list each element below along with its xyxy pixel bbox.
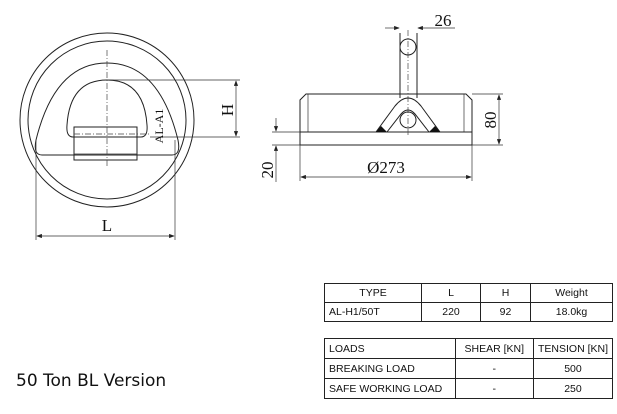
version-caption: 50 Ton BL Version <box>16 371 167 391</box>
base-plate <box>299 131 473 146</box>
inner-rim <box>27 40 187 200</box>
h-cell: 92 <box>480 302 531 322</box>
header-cell: L <box>421 283 481 303</box>
rod-diameter-label: 26 <box>435 11 452 30</box>
base-thickness-label: 20 <box>258 162 277 179</box>
load-name-cell: BREAKING LOAD <box>324 358 456 379</box>
h-dimension-label: H <box>218 104 237 116</box>
l-cell: 220 <box>421 302 481 322</box>
header-cell: Weight <box>530 283 613 303</box>
header-cell: TYPE <box>324 283 422 303</box>
header-cell: LOADS <box>324 338 456 359</box>
rod-section-top <box>399 38 417 56</box>
table-header-row: LOADS SHEAR [KN] TENSION [KN] <box>324 338 614 359</box>
table-header-row: TYPE L H Weight <box>324 283 613 303</box>
load-table: LOADS SHEAR [KN] TENSION [KN] BREAKING L… <box>324 338 614 399</box>
ring-holder <box>73 126 138 161</box>
height-label: 80 <box>481 112 500 129</box>
outer-rim <box>19 32 195 208</box>
top-view: H AL-A1 L <box>19 32 240 240</box>
rod-section-bottom <box>399 111 417 129</box>
diameter-label: Ø273 <box>367 158 405 177</box>
header-cell: H <box>480 283 531 303</box>
side-view: 26 80 20 Ø273 <box>258 11 503 182</box>
spec-table: TYPE L H Weight AL-H1/50T 220 92 18.0kg <box>324 283 613 322</box>
load-name-cell: SAFE WORKING LOAD <box>324 378 456 399</box>
header-cell: TENSION [KN] <box>532 338 614 359</box>
shear-cell: - <box>454 378 534 399</box>
body <box>299 93 473 133</box>
table-row: SAFE WORKING LOAD - 250 <box>324 378 614 399</box>
table-row: BREAKING LOAD - 500 <box>324 358 614 379</box>
tension-cell: 250 <box>532 378 614 399</box>
holder-arch <box>375 97 441 133</box>
weight-cell: 18.0kg <box>530 302 613 322</box>
part-label: AL-A1 <box>152 109 166 144</box>
shear-cell: - <box>454 358 534 379</box>
l-dimension-label: L <box>102 216 112 235</box>
table-row: AL-H1/50T 220 92 18.0kg <box>324 302 613 322</box>
type-cell: AL-H1/50T <box>324 302 422 322</box>
header-cell: SHEAR [KN] <box>454 338 534 359</box>
tension-cell: 500 <box>532 358 614 379</box>
